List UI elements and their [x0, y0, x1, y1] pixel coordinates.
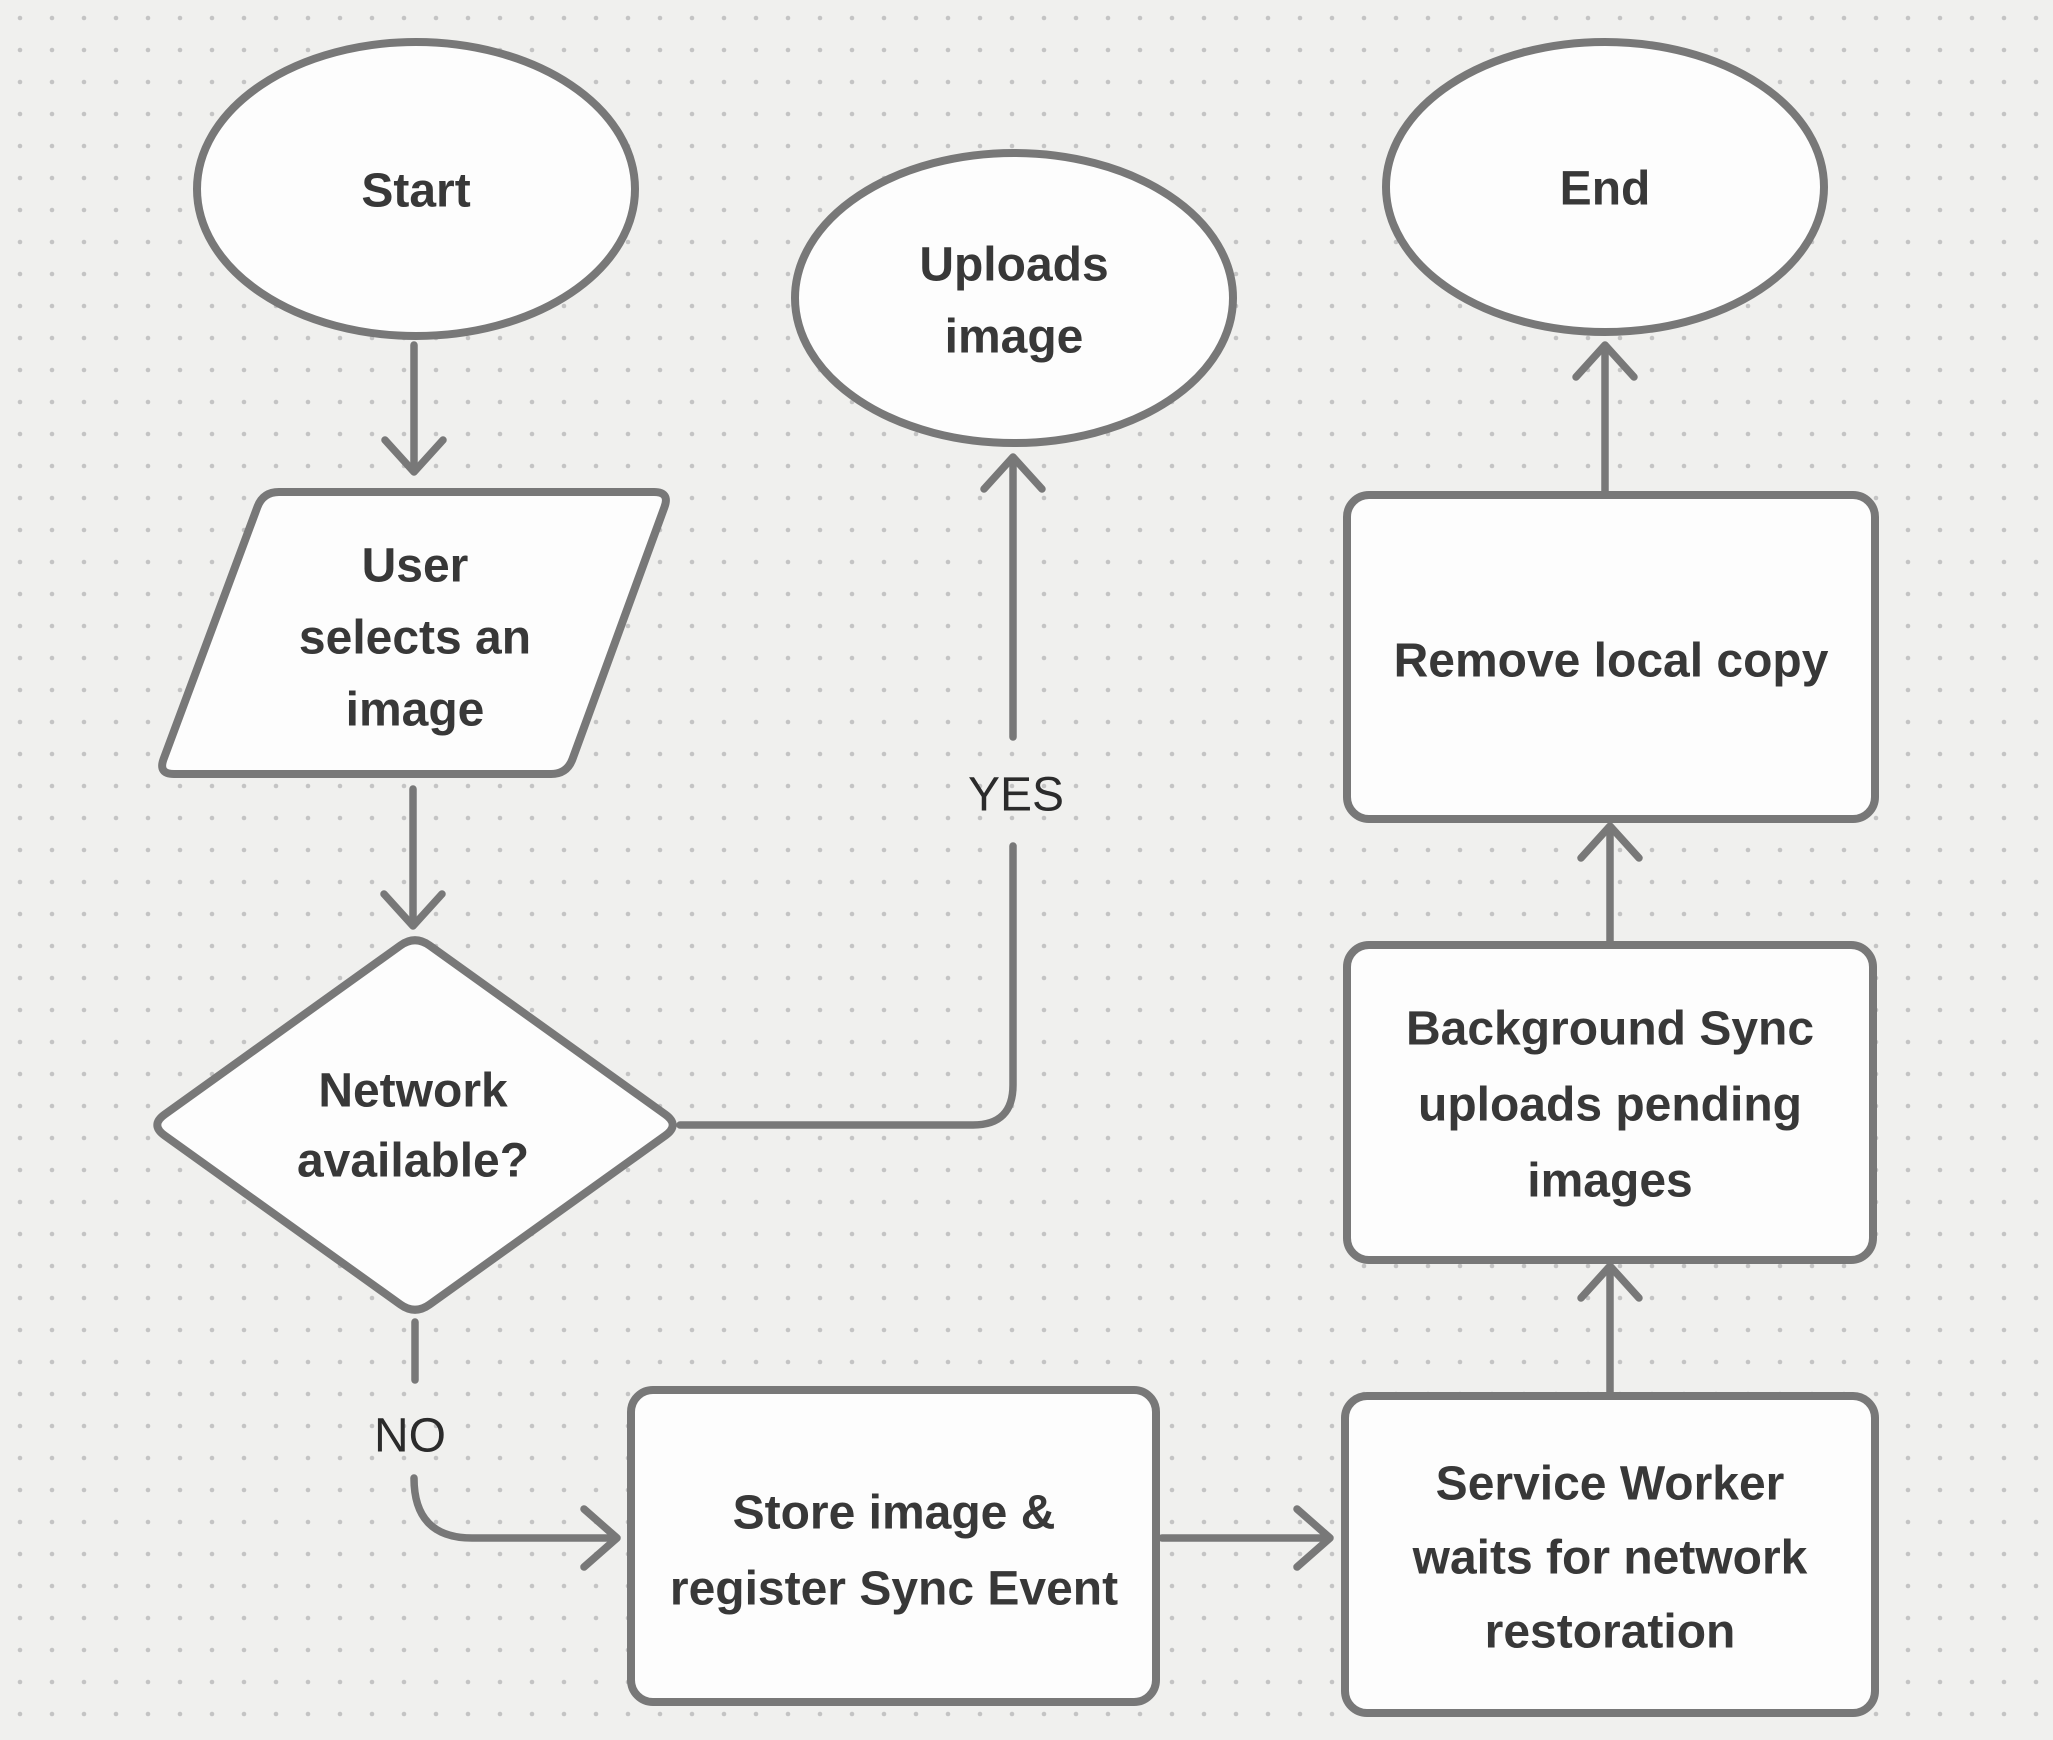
node-user-selects-image-shape[interactable]: [158, 488, 670, 778]
node-service-worker-waits-label: Service Worker: [1436, 1458, 1785, 1511]
node-store-image-register-sync-label: register Sync Event: [670, 1563, 1118, 1616]
edge-user-selects-to-network[interactable]: [380, 785, 446, 930]
node-background-sync-uploads-shape[interactable]: [1343, 941, 1877, 1264]
node-background-sync-uploads[interactable]: Background Sync uploads pending images: [1343, 941, 1877, 1264]
edge-start-to-user-selects[interactable]: [381, 341, 447, 476]
node-store-image-register-sync-shape[interactable]: [627, 1386, 1160, 1706]
node-end-shape[interactable]: [1382, 38, 1828, 336]
node-service-worker-waits-label: restoration: [1485, 1606, 1736, 1659]
node-start-label: Start: [361, 165, 470, 218]
node-remove-local-copy-shape[interactable]: [1343, 491, 1879, 823]
node-uploads-image-label: Uploads: [919, 239, 1108, 292]
arrowhead-up-icon: [980, 453, 1046, 493]
edge-line: [410, 1474, 619, 1542]
node-start[interactable]: Start: [193, 38, 639, 340]
edge-label-no: NO: [374, 1410, 446, 1463]
node-end-label: End: [1560, 163, 1651, 216]
node-remove-local-copy-label: Remove local copy: [1394, 635, 1829, 688]
edge-store-to-service-worker[interactable]: [1158, 1505, 1334, 1571]
node-network-available-label: Network: [318, 1065, 508, 1118]
node-network-available-label: available?: [297, 1135, 529, 1188]
arrowhead-right-icon: [1293, 1505, 1334, 1571]
arrowhead-right-icon: [580, 1505, 621, 1571]
node-store-image-register-sync-label: Store image &: [733, 1487, 1056, 1540]
edge-label-yes: YES: [968, 769, 1064, 822]
edge-network-no-to-store[interactable]: NO: [374, 1318, 621, 1571]
node-service-worker-waits-label: waits for network: [1412, 1532, 1808, 1585]
node-uploads-image-label: image: [945, 311, 1084, 364]
node-uploads-image[interactable]: Uploads image: [791, 149, 1237, 447]
edge-line: [676, 842, 1017, 1129]
edge-remove-to-end[interactable]: [1572, 341, 1638, 497]
node-remove-local-copy[interactable]: Remove local copy: [1343, 491, 1879, 823]
arrowhead-up-icon: [1572, 341, 1638, 381]
edge-network-yes-to-uploads[interactable]: YES: [676, 453, 1064, 1129]
node-background-sync-uploads-label: uploads pending: [1418, 1079, 1802, 1132]
edge-background-sync-to-remove[interactable]: [1577, 822, 1643, 947]
node-service-worker-waits-shape[interactable]: [1341, 1392, 1879, 1717]
node-network-available[interactable]: Network available?: [153, 936, 677, 1314]
node-network-available-shape[interactable]: [153, 936, 677, 1314]
node-start-shape[interactable]: [193, 38, 639, 340]
node-user-selects-image-label: User: [362, 540, 469, 593]
node-uploads-image-shape[interactable]: [791, 149, 1237, 447]
node-background-sync-uploads-label: Background Sync: [1406, 1003, 1814, 1056]
node-service-worker-waits[interactable]: Service Worker waits for network restora…: [1341, 1392, 1879, 1717]
node-user-selects-image[interactable]: User selects an image: [158, 488, 670, 778]
node-user-selects-image-label: image: [346, 684, 485, 737]
node-end[interactable]: End: [1382, 38, 1828, 336]
arrowhead-down-icon: [381, 436, 447, 476]
node-user-selects-image-label: selects an: [299, 612, 531, 665]
arrowhead-down-icon: [380, 890, 446, 930]
node-background-sync-uploads-label: images: [1527, 1155, 1692, 1208]
edge-service-worker-to-background-sync[interactable]: [1577, 1262, 1643, 1398]
node-store-image-register-sync[interactable]: Store image & register Sync Event: [627, 1386, 1160, 1706]
arrowhead-up-icon: [1577, 822, 1643, 862]
arrowhead-up-icon: [1577, 1262, 1643, 1302]
